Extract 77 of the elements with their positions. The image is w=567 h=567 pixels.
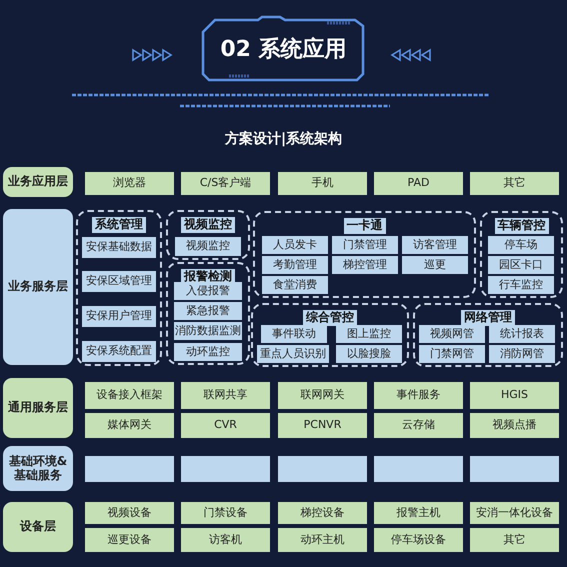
module-box: 巡更设备 [85,528,174,552]
group-title: 视频监控 [181,217,235,233]
module-box: 消防网管 [489,345,555,363]
module-box: 园区卡口 [488,256,554,274]
module-box: 云存储 [374,413,463,438]
module-box: 停车场 [488,236,554,254]
module-box: 联网共享 [181,382,270,409]
module-box: 巡更 [402,256,468,274]
module-box: 手机 [278,172,367,195]
module-box: 视频网管 [419,325,485,343]
module-box [181,456,270,482]
module-box [278,456,367,482]
subtitle: 方案设计|系统架构 [224,130,344,148]
module-box: 消防数据监测 [174,322,242,340]
module-box: 事件联动 [261,325,327,343]
module-box: 门禁设备 [181,502,270,524]
layer-label-box: 基础环境&基础服务 [3,446,73,491]
dashed-group-box [76,210,162,366]
module-box: 安保基础数据 [82,237,156,258]
module-box: 梯控设备 [278,502,367,524]
module-box: 联网网关 [278,382,367,409]
group-title: 车辆管控 [494,218,548,234]
module-box: 入侵报警 [174,282,242,300]
module-box: 访客机 [181,528,270,552]
module-box: 其它 [470,172,559,195]
page-title: 02 系统应用 [219,36,348,64]
module-box: 访客管理 [402,236,468,254]
module-box: 安保用户管理 [82,306,156,327]
module-box: 报警主机 [374,502,463,524]
layer-label-box: 业务服务层 [3,209,73,365]
module-box: 动环主机 [278,528,367,552]
module-box: 安消一体化设备 [470,502,559,524]
group-title: 系统管理 [92,217,146,233]
dashed-group-box [166,262,250,365]
module-box: 梯控管理 [332,256,398,274]
module-box: PAD [374,172,463,195]
module-box: 以脸搜脸 [336,345,402,363]
module-box: 统计报表 [489,325,555,343]
group-title: 一卡通 [344,218,386,234]
module-box [85,456,174,482]
layer-label-box: 设备层 [3,502,73,552]
module-box [470,456,559,482]
module-box: 视频设备 [85,502,174,524]
module-box: 门禁网管 [419,345,485,363]
module-box: 重点人员识别 [257,345,329,363]
module-box: 安保区域管理 [82,271,156,292]
module-box: 视频监控 [175,237,241,256]
module-box: 停车场设备 [374,528,463,552]
module-box: 门禁管理 [332,236,398,254]
module-box: 食堂消费 [262,276,328,294]
dashed-group-box [480,211,563,298]
layer-label-box: 通用服务层 [3,378,73,438]
module-box: 人员发卡 [262,236,328,254]
module-box: 浏览器 [85,172,174,195]
module-box: 动环监控 [174,343,242,361]
module-box: C/S客户端 [181,172,270,195]
dashed-group-box [251,303,409,367]
module-box: 考勤管理 [262,256,328,274]
module-box: 行车监控 [488,276,554,294]
dashed-group-box [413,303,563,367]
module-box: 其它 [470,528,559,552]
module-box: HGIS [470,382,559,409]
module-box: 视频点播 [470,413,559,438]
dashed-group-box [253,211,476,298]
group-title: 综合管控 [303,310,357,326]
module-box [374,456,463,482]
dashed-group-box [166,210,250,260]
module-box: 设备接入框架 [85,382,174,409]
module-box: 图上监控 [336,325,402,343]
module-box: PCNVR [278,413,367,438]
layer-label-box: 业务应用层 [3,167,73,197]
module-box: CVR [181,413,270,438]
module-box: 安保系统配置 [82,341,156,362]
module-box: 媒体网关 [85,413,174,438]
module-box: 紧急报警 [174,302,242,320]
group-title: 网络管理 [461,310,515,326]
module-box: 事件服务 [374,382,463,409]
